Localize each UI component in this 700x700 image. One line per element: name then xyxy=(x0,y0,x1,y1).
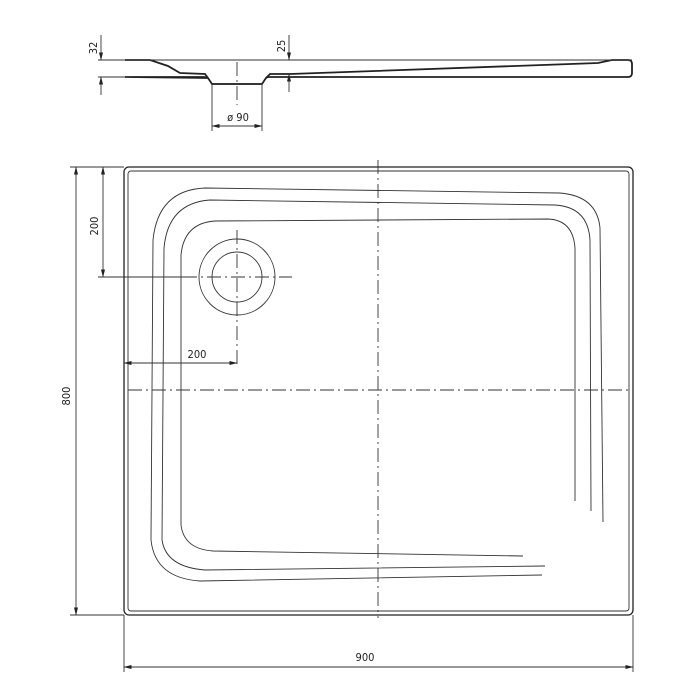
dim-drain-from-top: 200 xyxy=(88,166,124,278)
dim-width: 900 xyxy=(123,615,634,672)
basin-contour-inner xyxy=(180,218,576,557)
tray-inner-edge xyxy=(127,170,630,612)
dim-32: 32 xyxy=(87,35,103,95)
tray-profile xyxy=(124,59,633,85)
side-view: 32 25 ø 90 xyxy=(87,35,633,131)
dim-drain-diameter: ø 90 xyxy=(211,84,263,131)
dim-drain-from-top-label: 200 xyxy=(88,217,101,236)
dim-32-label: 32 xyxy=(87,42,100,55)
dim-drain-diameter-label: ø 90 xyxy=(227,111,249,124)
dim-height: 800 xyxy=(60,166,124,616)
dim-drain-from-left-label: 200 xyxy=(188,348,207,361)
dim-width-label: 900 xyxy=(356,651,375,664)
dim-drain-from-left: 200 xyxy=(123,348,238,365)
plan-view: 200 200 800 900 xyxy=(60,160,634,672)
dim-height-label: 800 xyxy=(60,387,73,406)
dim-25-label: 25 xyxy=(275,40,288,53)
tray-outer-edge xyxy=(123,166,634,616)
basin-contour-outer xyxy=(150,187,604,582)
dim-25: 25 xyxy=(275,35,291,92)
basin-contour-middle xyxy=(161,199,592,571)
